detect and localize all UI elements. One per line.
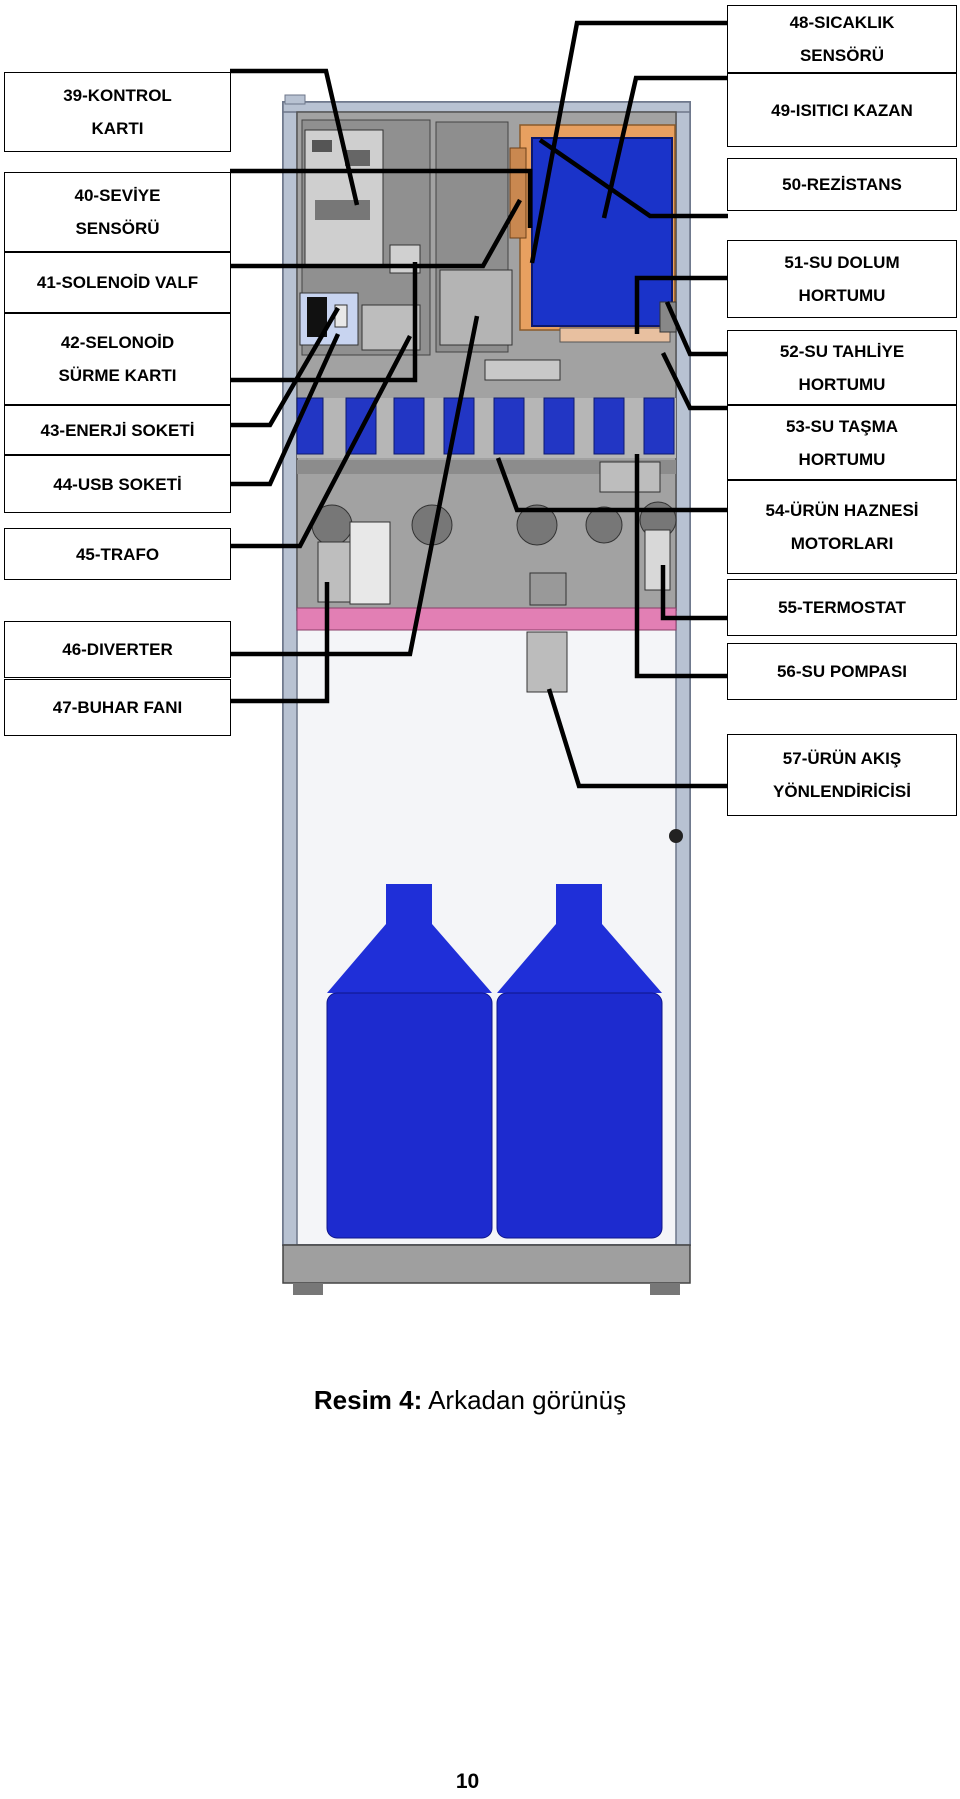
water-bottles xyxy=(326,884,663,1239)
leader-lines xyxy=(230,20,728,789)
heater-tank xyxy=(509,124,677,343)
label-45-transformer: 45-TRAFO xyxy=(4,528,231,580)
caption-prefix: Resim 4: xyxy=(313,1385,423,1415)
label-49-heater-tank: 49-ISITICI KAZAN xyxy=(727,73,957,147)
machine-rear-view-diagram xyxy=(230,20,728,1295)
caption-text: Arkadan görünüş xyxy=(422,1385,627,1415)
label-47-steam-fan: 47-BUHAR FANI xyxy=(4,679,231,736)
label-46-diverter: 46-DIVERTER xyxy=(4,621,231,678)
label-51-water-fill-hose: 51-SU DOLUM HORTUMU xyxy=(727,240,957,318)
label-54-hopper-motors: 54-ÜRÜN HAZNESİ MOTORLARI xyxy=(727,480,957,574)
label-53-overflow-hose: 53-SU TAŞMA HORTUMU xyxy=(727,405,957,480)
label-44-usb-socket: 44-USB SOKETİ xyxy=(4,455,231,513)
label-57-product-flow-director: 57-ÜRÜN AKIŞ YÖNLENDİRİCİSİ xyxy=(727,734,957,816)
figure-caption: Resim 4: Arkadan görünüş xyxy=(0,1385,940,1416)
thermostat xyxy=(644,529,671,591)
page-number: 10 xyxy=(455,1770,480,1793)
label-52-water-drain-hose: 52-SU TAHLİYE HORTUMU xyxy=(727,330,957,405)
cabinet-base xyxy=(282,829,691,1295)
label-42-solenoid-driver-card: 42-SELONOİD SÜRME KARTI xyxy=(4,313,231,405)
label-48-temperature-sensor: 48-SICAKLIK SENSÖRÜ xyxy=(727,5,957,73)
label-55-thermostat: 55-TERMOSTAT xyxy=(727,579,957,636)
flow-director xyxy=(526,631,568,693)
diverter xyxy=(317,541,351,603)
label-39-control-card: 39-KONTROL KARTI xyxy=(4,72,231,152)
label-41-solenoid-valve: 41-SOLENOİD VALF xyxy=(4,252,231,313)
lower-components xyxy=(296,461,677,693)
label-56-water-pump: 56-SU POMPASI xyxy=(727,643,957,700)
solenoid-valve xyxy=(439,269,513,346)
label-43-power-socket: 43-ENERJİ SOKETİ xyxy=(4,405,231,455)
pink-tray xyxy=(296,607,677,631)
label-40-level-sensor: 40-SEVİYE SENSÖRÜ xyxy=(4,172,231,252)
transformer xyxy=(349,521,391,605)
label-50-resistance: 50-REZİSTANS xyxy=(727,158,957,211)
